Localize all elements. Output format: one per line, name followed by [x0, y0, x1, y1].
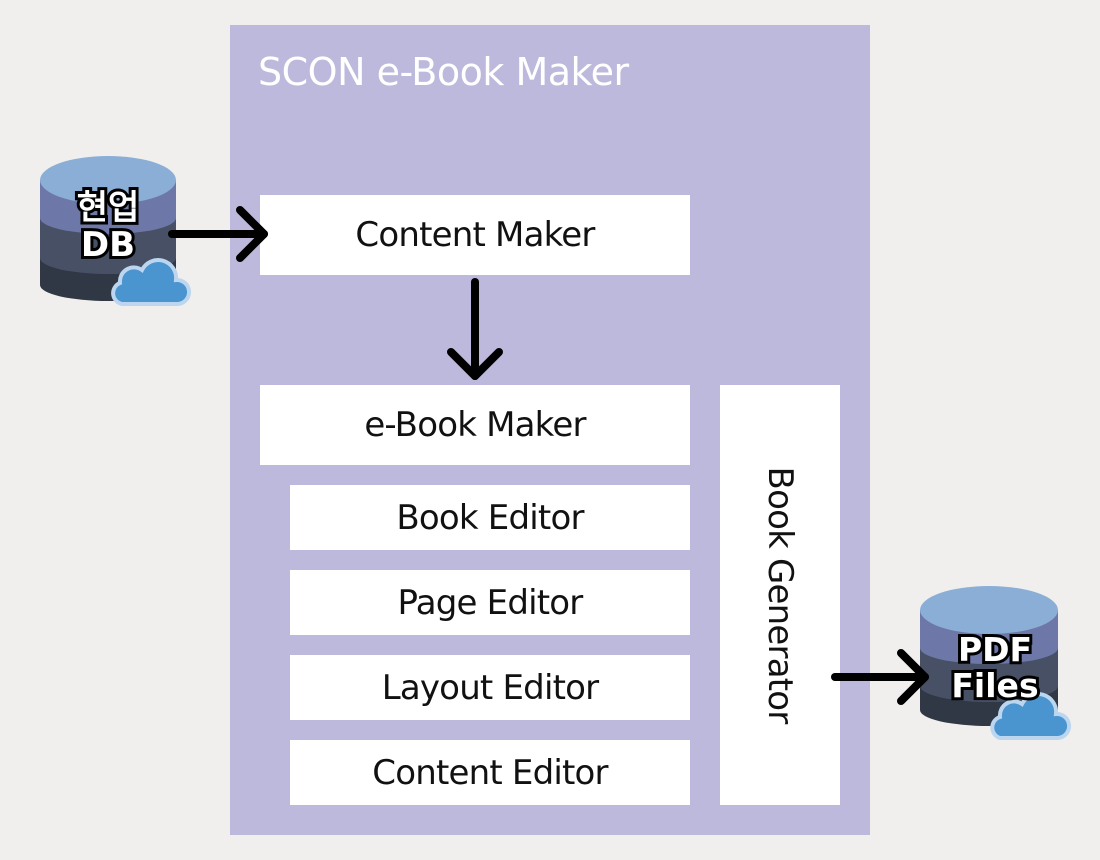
ebook-maker-box: e-Book Maker: [260, 385, 690, 465]
content-maker-box: Content Maker: [260, 195, 690, 275]
arrow-db-to-content-maker: [168, 206, 268, 262]
output-cloud-icon: [990, 692, 1071, 740]
source-db-label-line1: 현업: [74, 186, 143, 230]
arrow-book-generator-to-pdf: [831, 649, 929, 705]
source-db-label-line2: DB: [78, 223, 138, 267]
database-cloud-icon: [920, 586, 1071, 740]
output-pdf-label-line2: Files: [948, 664, 1041, 707]
layout-editor-box: Layout Editor: [290, 655, 690, 720]
output-pdf-label-line1: PDF: [955, 628, 1035, 671]
content-editor-box: Content Editor: [290, 740, 690, 805]
book-generator-box: Book Generator: [720, 385, 840, 805]
book-editor-box: Book Editor: [290, 485, 690, 550]
output-pdf-label: PDF Files: [940, 628, 1050, 707]
page-editor-box: Page Editor: [290, 570, 690, 635]
source-db-label: 현업 DB: [58, 186, 158, 267]
arrow-content-maker-to-ebook-maker: [447, 278, 503, 380]
panel-title: SCON e-Book Maker: [258, 50, 629, 94]
output-database-icon: [920, 586, 1058, 726]
database-cloud-icon: [40, 156, 191, 306]
source-cloud-icon: [111, 258, 191, 306]
